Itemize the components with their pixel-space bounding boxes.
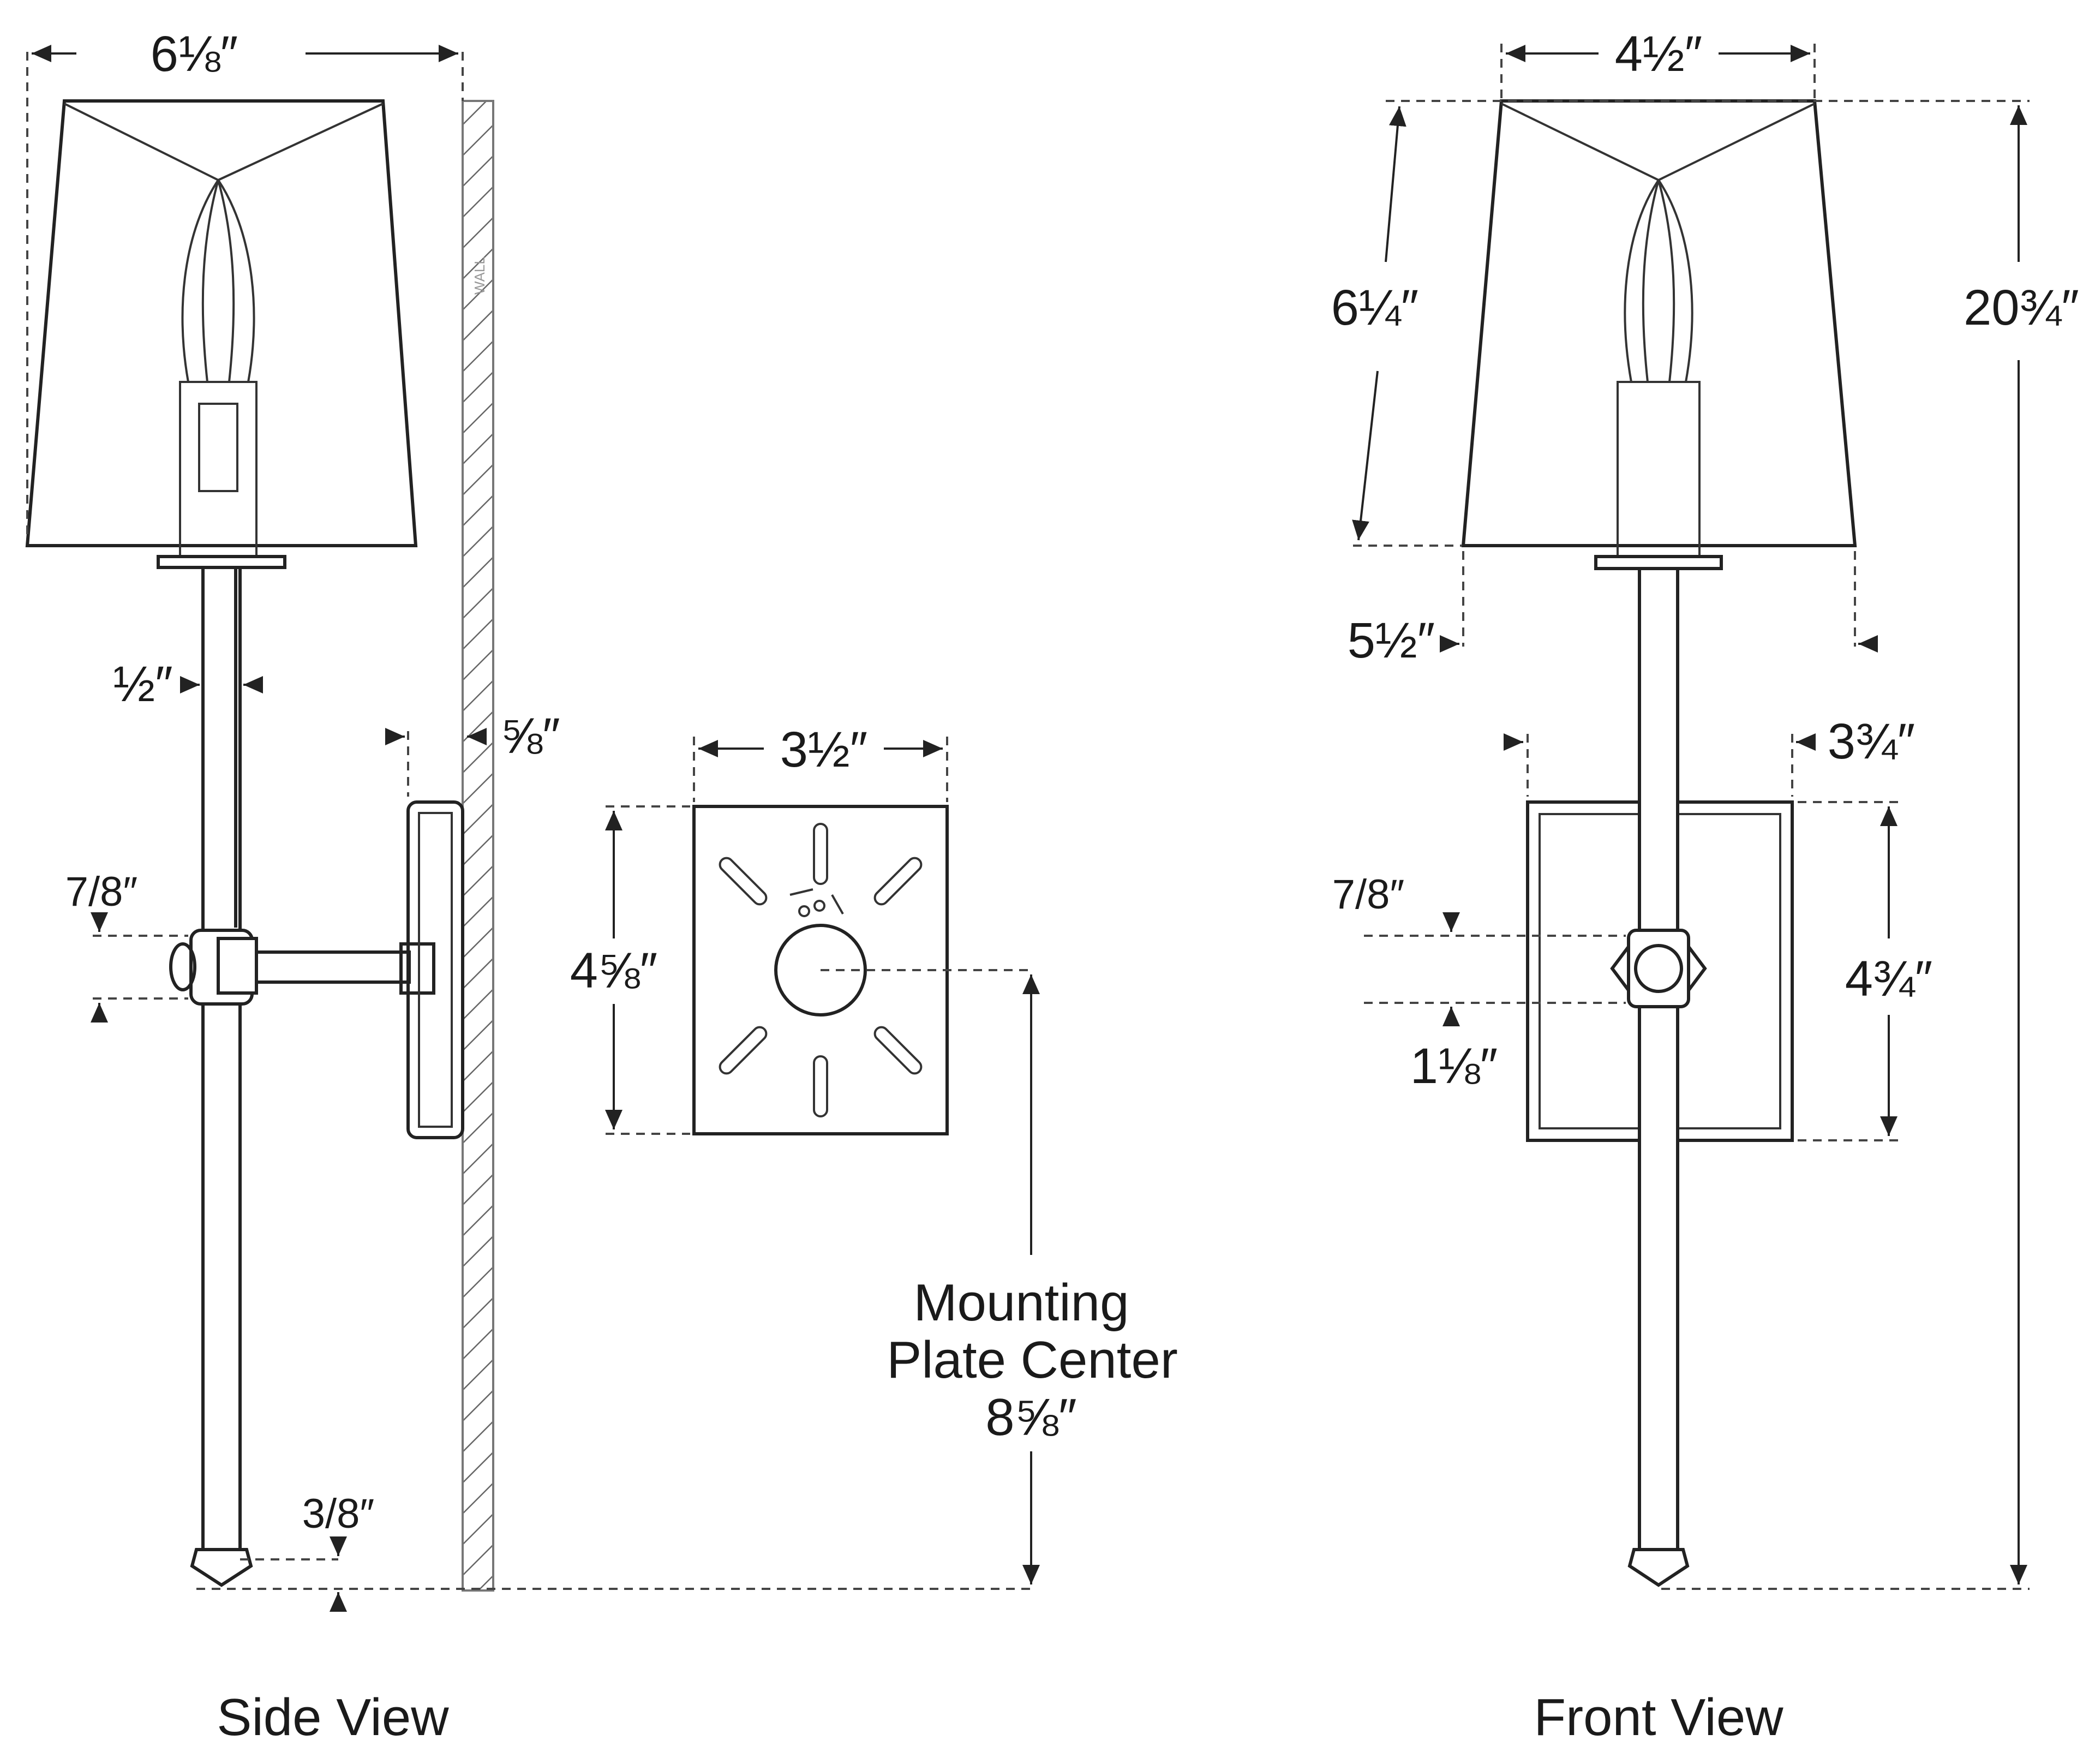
mounting-line1: Mounting [914,1273,1129,1332]
front-backplate-height-label: 4¾″ [1845,951,1932,1007]
side-view: WALL 6⅛″ ½″ [25,26,1031,1747]
wall-hatch [462,100,494,1592]
plate-center-hole [774,924,867,1016]
front-knuckle-width-label: 1⅛″ [1410,1038,1498,1094]
mounting-plate-view: 3½″ 4⅝″ Mounting Plate Center 8⅝″ [570,722,1178,1584]
front-overall-height-label: 20¾″ [1964,280,2079,336]
mounting-value: 8⅝″ [985,1388,1076,1446]
front-knuckle [1627,929,1690,1008]
front-arm-tube [1638,567,1679,1551]
front-shade [1461,99,1857,547]
front-knuckle-height-label: 7/8″ [1332,871,1405,918]
front-bulb [1624,179,1693,382]
plate-height-label: 4⅝″ [570,943,657,998]
front-shade-height-label: 6¼″ [1331,280,1418,336]
front-view-caption: Front View [1534,1688,1783,1747]
side-finial [190,1548,253,1587]
side-finial-height-label: 3/8″ [302,1491,375,1537]
side-view-caption: Side View [217,1688,449,1747]
wall-label: WALL [471,256,488,295]
side-shade [25,99,418,547]
front-finial [1627,1548,1690,1587]
front-backplate-width-label: 3¾″ [1828,714,1915,769]
side-backplate [406,800,464,1139]
front-view: 4½″ 6¼″ 5½″ 20¾″ 3¾″ 4¾″ [1331,26,2079,1747]
side-plate-depth-label: ⅝″ [500,708,560,764]
front-shade-bottom-label: 5½″ [1348,613,1435,668]
side-bulb [181,179,255,382]
side-knuckle-height-label: 7/8″ [65,869,138,915]
mounting-line2: Plate Center [887,1331,1178,1389]
plate-width-label: 3½″ [780,722,867,778]
side-shade-width-label: 6⅛″ [151,26,238,82]
front-shade-top-label: 4½″ [1615,26,1702,82]
side-arm-width-label: ½″ [113,656,172,712]
